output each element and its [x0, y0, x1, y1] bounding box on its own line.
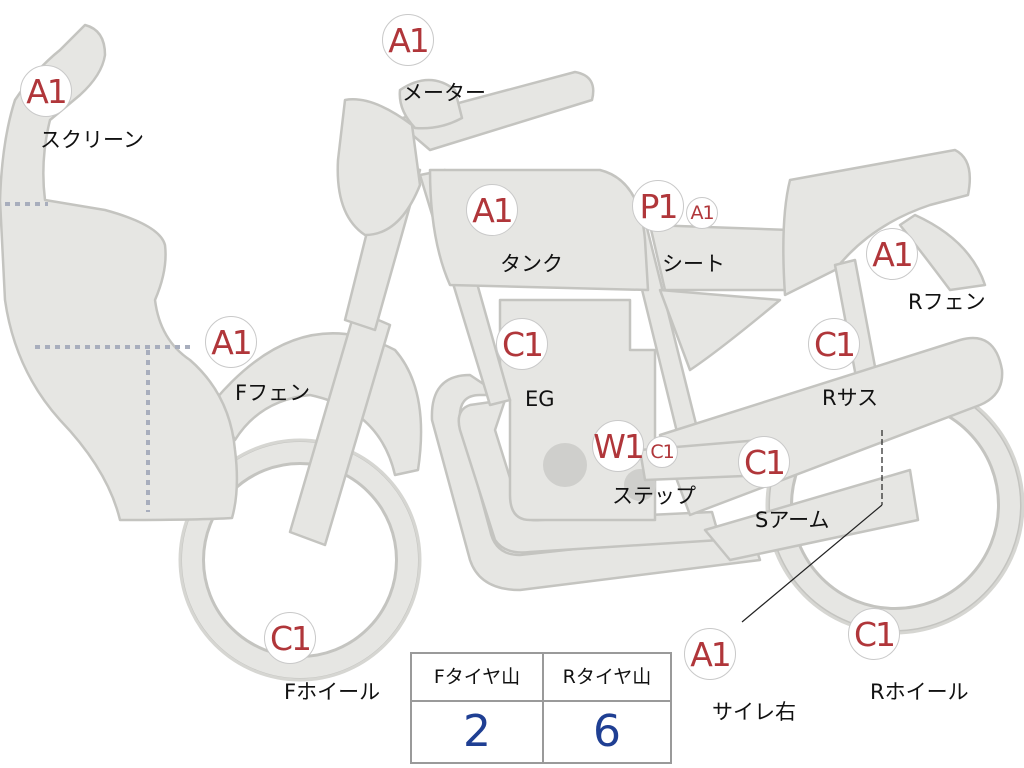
front-wheel-rim [178, 438, 422, 682]
rear-suspension-label: Rサス [822, 386, 879, 410]
step-label: ステップ [612, 484, 696, 508]
seat-secondary-grade-badge: A1 [686, 197, 718, 229]
front-wheel-label: Fホイール [284, 680, 381, 704]
seat-grade-badge: P1 [632, 180, 684, 232]
rear-fender-label: Rフェン [908, 290, 986, 314]
front-wheel-grade-badge: C1 [264, 612, 316, 664]
swingarm-grade-badge: C1 [738, 436, 790, 488]
tire-tread-table: Fタイヤ山 Rタイヤ山 2 6 [410, 652, 672, 764]
step-grade-badge: W1 [592, 420, 645, 472]
silencer-shape [703, 468, 920, 562]
screen-grade-badge: A1 [20, 65, 72, 117]
screen-shape [0, 23, 239, 522]
handlebar-shape [393, 70, 595, 152]
screen-label: スクリーン [40, 128, 144, 152]
step-secondary-grade-badge: C1 [646, 436, 678, 468]
meter-shape [398, 78, 464, 130]
table-divider [542, 654, 544, 762]
rear-wheel-grade-badge: C1 [848, 608, 900, 660]
tank-grade-badge: A1 [466, 184, 518, 236]
front-fender-label: Fフェン [235, 381, 311, 405]
rear-suspension-grade-badge: C1 [808, 318, 860, 370]
silencer-grade-badge: A1 [684, 628, 736, 680]
meter-label: メーター [402, 81, 486, 105]
rear-tire-tread-header: Rタイヤ山 [544, 654, 670, 702]
tank-label: タンク [500, 252, 563, 276]
engine-label: EG [525, 387, 555, 411]
rear-tire-tread-value: 6 [593, 706, 621, 757]
front-fender-grade-badge: A1 [205, 316, 257, 368]
headlight-shape [336, 98, 422, 237]
engine-grade-badge: C1 [496, 318, 548, 370]
front-tire-tread-value: 2 [463, 706, 491, 757]
meter-grade-badge: A1 [382, 14, 434, 66]
rear-fender-grade-badge: A1 [866, 228, 918, 280]
seat-side-panel [658, 288, 782, 372]
silencer-label: サイレ右 [712, 700, 796, 724]
front-tire-tread-header: Fタイヤ山 [412, 654, 542, 702]
swingarm-label: Sアーム [755, 508, 830, 532]
rear-wheel-label: Rホイール [870, 680, 969, 704]
seat-label: シート [662, 252, 725, 276]
seat-rear-shape [782, 148, 972, 297]
